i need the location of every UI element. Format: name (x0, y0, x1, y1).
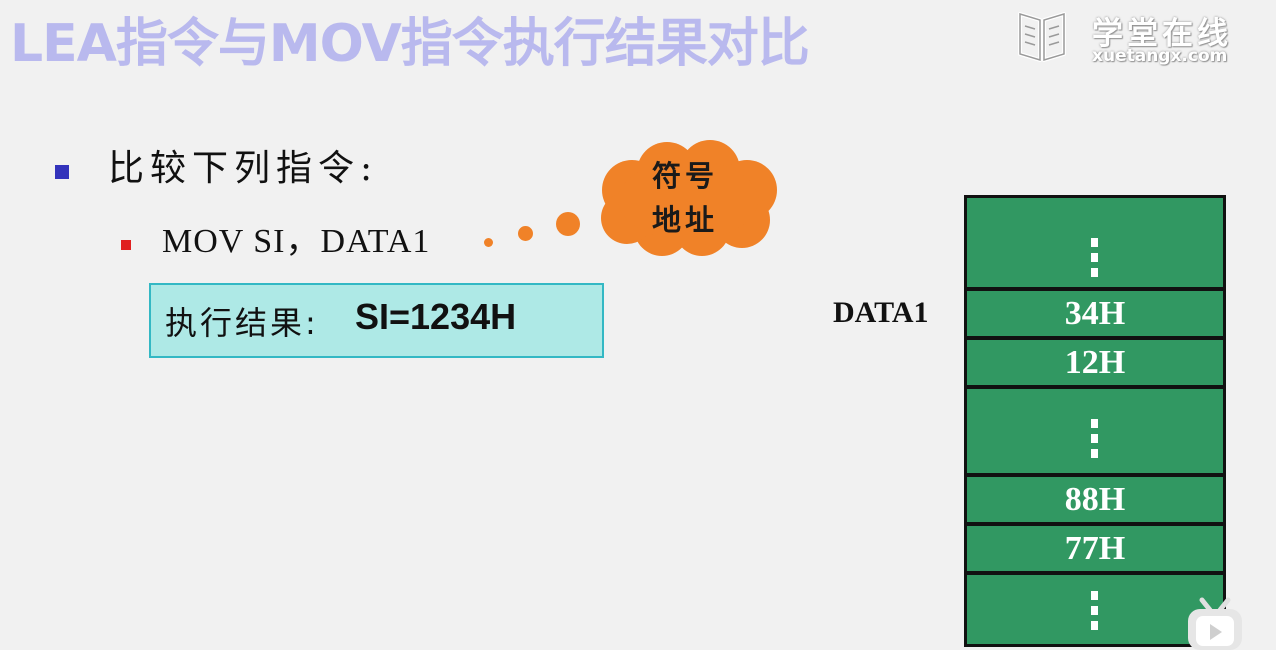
memory-cell-ellipsis (967, 198, 1223, 287)
memory-diagram: 34H 12H 88H 77H (964, 195, 1226, 647)
memory-cell-ellipsis (967, 575, 1223, 644)
memory-cell-value: 34H (1064, 295, 1126, 332)
book-logo-icon (1018, 12, 1066, 62)
bullet-square-red (121, 240, 131, 250)
logo-chinese-name: 学堂在线 (1092, 16, 1232, 52)
bilibili-tv-icon[interactable] (1184, 596, 1246, 650)
memory-cell: 34H (967, 291, 1223, 336)
xuetangx-logo: 学堂在线 xuetangx.com (1012, 4, 1237, 70)
section-heading: 比较下列指令: (108, 148, 379, 189)
vertical-ellipsis-icon (1091, 591, 1099, 636)
memory-cell-value: 12H (1064, 344, 1126, 381)
callout-dot-medium (518, 226, 533, 241)
instruction-text: MOV SI，DATA1 (162, 223, 431, 260)
callout-cloud-shape (601, 140, 777, 256)
callout-dot-large (556, 212, 580, 236)
memory-address-label: DATA1 (833, 296, 929, 329)
result-box: 执行结果: SI=1234H (149, 283, 604, 358)
callout-text: 符号 地址 (640, 154, 730, 242)
vertical-ellipsis-icon (1091, 419, 1099, 464)
bullet-square-blue (55, 165, 69, 179)
memory-cell: 77H (967, 526, 1223, 571)
result-value: SI=1234H (355, 296, 517, 337)
callout-dot-small (484, 238, 493, 247)
slide-title: LEA指令与MOV指令执行结果对比 (10, 14, 810, 74)
memory-cell-value: 88H (1064, 481, 1126, 518)
memory-cell-ellipsis (967, 389, 1223, 473)
memory-cell: 88H (967, 477, 1223, 522)
memory-cell: 12H (967, 340, 1223, 385)
logo-domain: xuetangx.com (1092, 46, 1228, 66)
vertical-ellipsis-icon (1091, 238, 1099, 283)
result-label: 执行结果: (165, 304, 319, 342)
callout-line-1: 符号 (651, 159, 718, 193)
memory-cell-value: 77H (1064, 530, 1126, 567)
callout-line-2: 地址 (651, 203, 718, 237)
